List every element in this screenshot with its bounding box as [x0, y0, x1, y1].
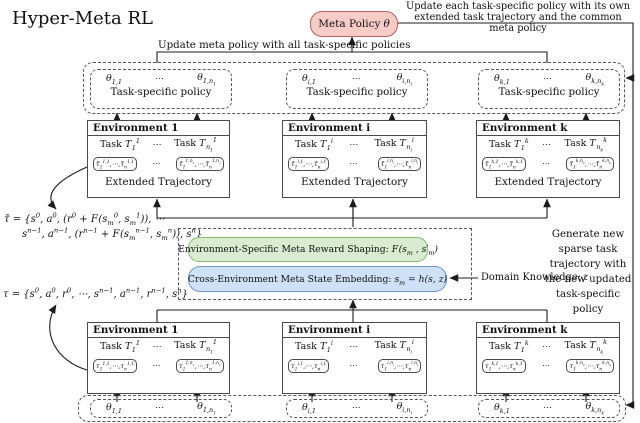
ellipsis: ⋯ — [152, 139, 162, 150]
environment-header: Environment i — [283, 323, 426, 338]
theta-first: θk,1 — [494, 73, 510, 86]
ellipsis: ⋯ — [155, 402, 165, 413]
ellipsis: ⋯ — [152, 159, 161, 169]
meta-policy-box: Meta Policy θ — [310, 11, 398, 37]
ellipsis: ⋯ — [542, 139, 552, 150]
meta-reward-shaping-box: Environment-Specific Meta Reward Shaping… — [178, 237, 438, 262]
note-update-task-policies: Update each task-specific policy with it… — [405, 1, 631, 34]
bottom-environment-1: Environment 1 Task T11 ⋯ Task Tn11 τ11,1… — [87, 322, 230, 394]
diagram-title: Hyper-Meta RL — [12, 8, 154, 29]
meta-state-embedding-box: Cross-Environment Meta State Embedding: … — [188, 266, 447, 292]
task-label: Task T1i — [295, 338, 333, 354]
meta-policy-symbol: θ — [383, 18, 390, 30]
trajectory-box: τ1i,ni,⋯,τni,ni — [377, 358, 421, 373]
task-label: Task Tnkk — [564, 135, 607, 154]
ellipsis: ⋯ — [152, 361, 161, 371]
trajectory-box: τ1k,1,⋯,τnk,1 — [482, 358, 526, 373]
environment-header: Environment 1 — [88, 121, 229, 136]
task-label: Task T1k — [489, 338, 529, 354]
trajectory-box: τ̃11,n1,⋯,τ̃n1,n1 — [175, 156, 224, 171]
extended-trajectory-formula: τ̃ = {s0, a0, (r0 + F(sm0, sm1)), ⋯ sn−1… — [4, 211, 203, 242]
task-label: Task Tnkk — [564, 337, 607, 356]
environment-header: Environment k — [477, 323, 619, 338]
bottom-policy-box-1: θ1,1 ⋯ θ1,n1 — [90, 399, 232, 418]
trajectory-box: τ̃1k,1,⋯,τ̃nk,1 — [482, 156, 526, 171]
trajectory-box: τ1i,1,⋯,τni,1 — [288, 358, 330, 373]
domain-knowledge-symbol: z — [582, 272, 589, 283]
ellipsis: ⋯ — [349, 139, 359, 150]
ellipsis: ⋯ — [542, 159, 551, 169]
top-policy-box-1: θ1,1 ⋯ θ1,n1 Task-specific policy — [90, 69, 232, 109]
environment-header: Environment k — [477, 121, 619, 136]
top-environment-i: Environment i Task T1i ⋯ Task Tnii τ̃1i,… — [282, 120, 427, 198]
bottom-environment-i: Environment i Task T1i ⋯ Task Tnii τ1i,1… — [282, 322, 427, 394]
trajectory-box: τ11,1,⋯,τn1,1 — [93, 358, 138, 373]
domain-knowledge-label: Domain Knowledge:z — [481, 272, 589, 283]
theta-last: θk,nk — [585, 401, 604, 417]
task-specific-policy-label: Task-specific policy — [498, 86, 600, 99]
trajectory-box: τ̃1i,1,⋯,τ̃ni,1 — [288, 156, 330, 171]
theta-first: θ1,1 — [106, 73, 122, 86]
theta-first: θi,1 — [302, 402, 316, 415]
note-update-meta-policy: Update meta policy with all task-specifi… — [158, 40, 411, 51]
bottom-policy-box-i: θi,1 ⋯ θi,ni — [286, 399, 428, 418]
ellipsis: ⋯ — [152, 341, 162, 352]
ellipsis: ⋯ — [542, 361, 551, 371]
trajectory-box: τ̃1k,nk,⋯,τ̃nk,nk — [566, 156, 614, 171]
environment-header: Environment i — [283, 121, 426, 136]
task-label: Task Tn11 — [174, 135, 217, 154]
task-specific-policy-label: Task-specific policy — [110, 86, 212, 99]
trajectory-box: τ11,n1,⋯,τn1,n1 — [175, 358, 224, 373]
ellipsis: ⋯ — [542, 341, 552, 352]
top-policy-container — [83, 62, 625, 114]
task-specific-policy-label: Task-specific policy — [306, 86, 408, 99]
extended-trajectory-label: Extended Trajectory — [494, 176, 602, 189]
top-policy-box-i: θi,1 ⋯ θi,ni Task-specific policy — [286, 69, 428, 109]
extended-trajectory-label: Extended Trajectory — [105, 176, 212, 189]
task-label: Task Tn11 — [174, 337, 217, 356]
environment-header: Environment 1 — [88, 323, 229, 338]
theta-last: θk,nk — [585, 72, 604, 88]
task-label: Task T11 — [100, 136, 140, 152]
theta-last: θi,ni — [396, 72, 412, 88]
top-policy-box-k: θk,1 ⋯ θk,nk Task-specific policy — [478, 69, 620, 109]
note-generate-trajectory: Generate new sparse task trajectory with… — [544, 229, 632, 315]
task-label: Task Tnii — [374, 337, 414, 356]
sparse-trajectory-formula: τ = {s0, a0, r0, ⋯, sn−1, an−1, rn−1, sn… — [3, 286, 189, 300]
trajectory-box: τ̃1i,ni,⋯,τ̃ni,ni — [377, 156, 421, 171]
trajectory-box: τ1k,nk,⋯,τnk,nk — [566, 358, 614, 373]
theta-last: θ1,n1 — [197, 401, 216, 417]
ellipsis: ⋯ — [349, 361, 358, 371]
ellipsis: ⋯ — [155, 73, 165, 84]
ellipsis: ⋯ — [351, 73, 361, 84]
ellipsis: ⋯ — [349, 159, 358, 169]
meta-policy-label: Meta Policy — [318, 18, 381, 30]
top-environment-1: Environment 1 Task T11 ⋯ Task Tn11 τ̃11,… — [87, 120, 230, 198]
meta-processing-container — [178, 228, 472, 300]
bottom-policy-box-k: θk,1 ⋯ θk,nk — [478, 399, 620, 418]
extended-trajectory-label: Extended Trajectory — [301, 176, 408, 189]
top-environment-k: Environment k Task T1k ⋯ Task Tnkk τ̃1k,… — [476, 120, 620, 198]
ellipsis: ⋯ — [543, 402, 553, 413]
theta-first: θ1,1 — [106, 402, 122, 415]
theta-last: θi,ni — [396, 401, 412, 417]
ellipsis: ⋯ — [351, 402, 361, 413]
theta-last: θ1,n1 — [197, 72, 216, 88]
theta-first: θk,1 — [494, 402, 510, 415]
ellipsis: ⋯ — [543, 73, 553, 84]
theta-first: θi,1 — [302, 73, 316, 86]
bottom-environment-k: Environment k Task T1k ⋯ Task Tnkk τ1k,1… — [476, 322, 620, 394]
trajectory-box: τ̃11,1,⋯,τ̃n1,1 — [93, 156, 138, 171]
task-label: Task T1i — [295, 136, 333, 152]
task-label: Task T1k — [489, 136, 529, 152]
ellipsis: ⋯ — [349, 341, 359, 352]
task-label: Task Tnii — [374, 135, 414, 154]
task-label: Task T11 — [100, 338, 140, 354]
